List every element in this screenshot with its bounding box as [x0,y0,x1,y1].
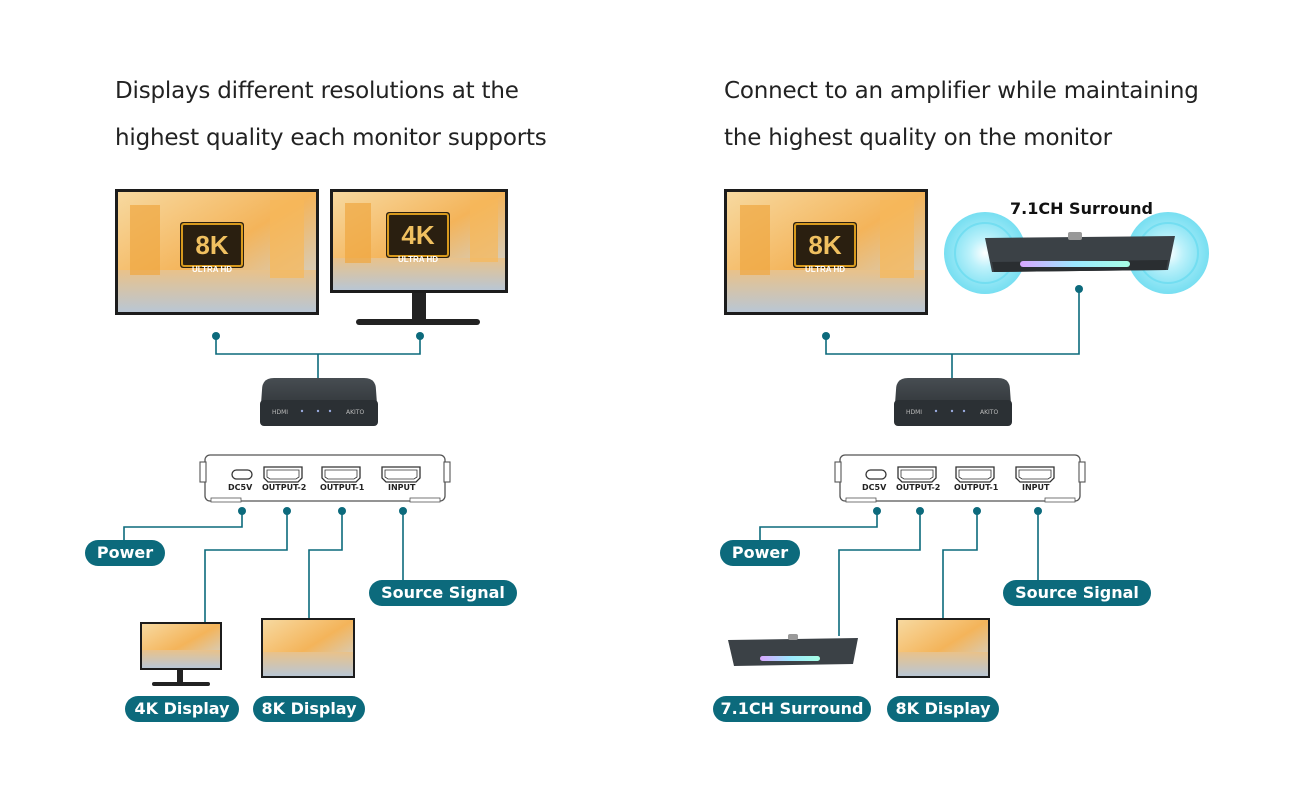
right-surround-label: 7.1CH Surround [713,696,871,722]
left-source-signal-label: Source Signal [369,580,517,606]
right-source-signal-label: Source Signal [1003,580,1151,606]
svg-text:AKITO: AKITO [346,409,364,416]
right-top-connector [825,289,1080,378]
left-small-8k-display [261,618,355,678]
left-heading-line1: Displays different resolutions at the [115,78,519,104]
right-power-label: Power [720,540,800,566]
left-monitor-4k: 4K ULTRA HD [330,189,508,325]
right-small-soundbar [728,634,858,666]
left-top-connector [215,336,421,378]
right-monitor-8k: 8K ULTRA HD [724,189,928,315]
right-port-panel [834,454,1086,503]
right-switch-device: HDMI AKITO [894,378,1012,426]
svg-text:HDMI: HDMI [906,409,922,416]
right-heading-line1: Connect to an amplifier while maintainin… [724,78,1199,104]
right-8k-display-label: 8K Display [887,696,999,722]
left-badge-8k-text: 8K [195,230,228,260]
left-power-label: Power [85,540,165,566]
left-port-label-input: INPUT [388,483,416,492]
left-port-panel [199,454,451,503]
right-lower-connectors [759,511,1039,636]
left-port-label-output1: OUTPUT-1 [320,483,365,492]
left-small-4k-display [140,622,222,686]
left-4k-display-label: 4K Display [125,696,239,722]
svg-text:4K: 4K [401,220,434,250]
surround-title: 7.1CH Surround [1010,199,1153,218]
svg-text:HDMI: HDMI [272,409,288,416]
right-port-label-output2: OUTPUT-2 [896,483,941,492]
right-port-label-output1: OUTPUT-1 [954,483,999,492]
left-lower-connectors [123,511,404,622]
left-port-label-output2: OUTPUT-2 [262,483,307,492]
right-heading-line2: the highest quality on the monitor [724,125,1112,151]
right-small-8k-display [896,618,990,678]
left-heading-line2: highest quality each monitor supports [115,125,547,151]
svg-text:AKITO: AKITO [980,409,998,416]
svg-text:ULTRA HD: ULTRA HD [192,265,232,274]
svg-text:ULTRA HD: ULTRA HD [398,255,438,264]
left-monitor-8k: 8K ULTRA HD [115,189,319,315]
left-port-label-dc5v: DC5V [228,483,253,492]
right-port-label-input: INPUT [1022,483,1050,492]
svg-text:8K: 8K [808,230,841,260]
surround-soundbar [944,212,1209,294]
left-switch-device: HDMI AKITO [260,378,378,426]
svg-text:ULTRA HD: ULTRA HD [805,265,845,274]
right-port-label-dc5v: DC5V [862,483,887,492]
left-8k-display-label: 8K Display [253,696,365,722]
